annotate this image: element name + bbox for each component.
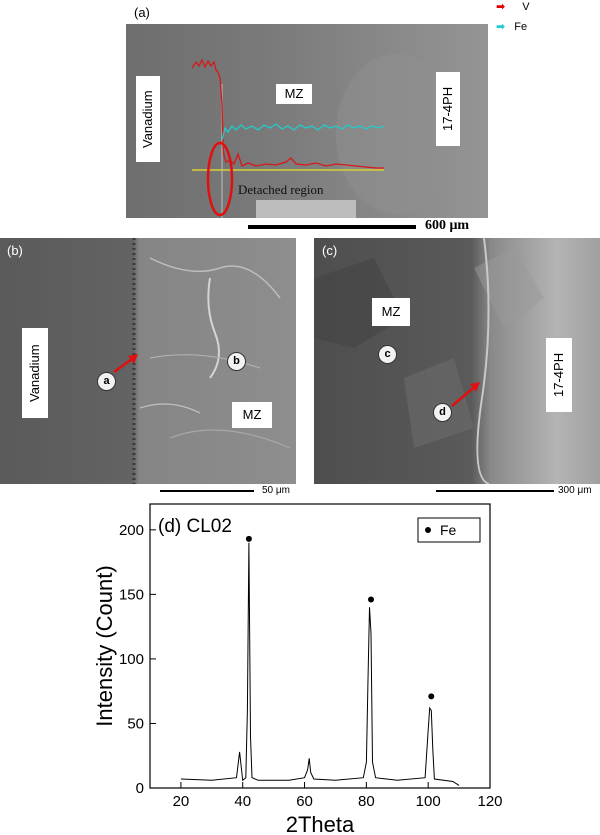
scale-bar-c bbox=[436, 490, 554, 492]
xrd-pattern-line bbox=[180, 542, 460, 786]
point-d-marker: d bbox=[433, 403, 452, 422]
point-c-marker: c bbox=[378, 345, 397, 364]
label-mz-b: MZ bbox=[232, 402, 272, 428]
detached-fragment bbox=[256, 200, 356, 218]
plot-frame bbox=[149, 503, 491, 789]
sem-image-a: Vanadium MZ 17-4PH Detached region bbox=[126, 24, 488, 218]
x-tick-label: 60 bbox=[296, 793, 313, 810]
scale-bar-a bbox=[248, 225, 416, 229]
label-mz-c: MZ bbox=[372, 298, 410, 326]
label-17-4ph-c: 17-4PH bbox=[546, 338, 572, 412]
legend-fe: ➡ Fe bbox=[496, 21, 528, 33]
fe-profile-line bbox=[221, 123, 385, 141]
eds-linescan bbox=[191, 54, 456, 218]
y-tick-label: 0 bbox=[136, 780, 144, 797]
x-tick-label: 100 bbox=[416, 793, 441, 810]
sem-image-b: Vanadium MZ a b bbox=[0, 238, 296, 484]
sem-texture-b bbox=[113, 238, 291, 484]
y-tick-label: 100 bbox=[119, 651, 144, 668]
panel-letter-b: (b) bbox=[7, 243, 23, 258]
point-b-marker: b bbox=[227, 352, 246, 371]
scale-label-a: 600 μm bbox=[425, 218, 470, 233]
x-axis-label: 2Theta bbox=[286, 812, 355, 835]
panel-letter-a: (a) bbox=[134, 5, 150, 20]
v-profile-line bbox=[191, 58, 384, 169]
x-tick-label: 20 bbox=[173, 793, 190, 810]
label-17-4ph-a: 17-4PH bbox=[436, 72, 460, 146]
y-tick-label: 150 bbox=[119, 586, 144, 603]
y-tick-label: 50 bbox=[127, 715, 144, 732]
scale-label-b: 50 μm bbox=[262, 485, 290, 496]
label-vanadium-a: Vanadium bbox=[136, 76, 160, 162]
scale-bar-b bbox=[160, 490, 254, 492]
chart-title: (d) CL02 bbox=[158, 516, 232, 537]
fe-peak-marker bbox=[245, 535, 252, 542]
y-tick-label: 200 bbox=[119, 522, 144, 539]
cyan-arrow-icon: ➡ bbox=[496, 21, 506, 33]
label-vanadium-b: Vanadium bbox=[22, 328, 48, 418]
label-mz-a: MZ bbox=[276, 84, 312, 104]
legend-label: Fe bbox=[440, 522, 457, 538]
legend-box bbox=[417, 517, 481, 543]
legend-marker bbox=[425, 527, 431, 533]
detached-region-ellipse bbox=[206, 141, 234, 217]
x-tick-label: 80 bbox=[358, 793, 375, 810]
y-axis-label: Intensity (Count) bbox=[92, 565, 117, 726]
panel-letter-c: (c) bbox=[322, 243, 338, 258]
scale-label-c: 300 μm bbox=[558, 485, 592, 496]
detached-region-label: Detached region bbox=[238, 182, 324, 197]
point-a-marker: a bbox=[97, 372, 116, 391]
red-arrow-icon: ➡ bbox=[496, 1, 506, 13]
fe-peak-marker bbox=[428, 693, 435, 700]
sem-image-c: MZ 17-4PH c d bbox=[314, 238, 600, 484]
x-tick-label: 40 bbox=[234, 793, 251, 810]
fe-peak-marker bbox=[368, 596, 374, 603]
xrd-chart: 20 40 60 80 100 120 0 50 100 150 200 (d) CL02 Fe 2The… bbox=[92, 503, 503, 835]
x-tick-label: 120 bbox=[477, 793, 502, 810]
legend-v: ➡ V bbox=[496, 1, 530, 13]
